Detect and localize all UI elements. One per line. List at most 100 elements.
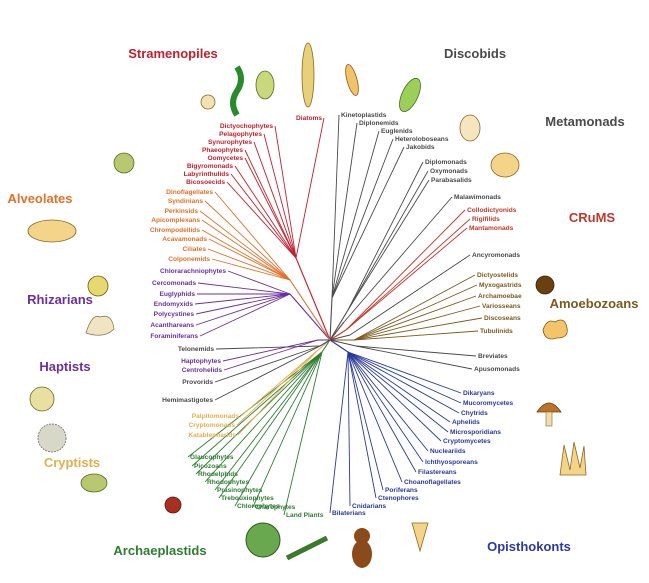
tip-label-acavamonads: Acavamonads [162, 236, 207, 243]
branch-discobids-stem [329, 297, 333, 341]
branch-ciliates [207, 248, 291, 281]
tip-label-provorids: Provorids [182, 379, 213, 386]
supergroup-label-opisthokonts: Opisthokonts [487, 539, 571, 554]
branch-trebouxiophytes [218, 351, 323, 499]
tip-label-aphelids: Aphelids [452, 419, 480, 426]
tip-label-apusomonads: Apusomonads [474, 366, 520, 373]
supergroup-label-crums: CRuMS [569, 210, 616, 225]
tip-label-variosseans: Variosseans [482, 303, 521, 310]
tip-label-pelagophytes: Pelagophytes [219, 131, 262, 138]
branch-chrompodellids [201, 229, 291, 281]
branch-parabasalids [347, 179, 430, 311]
tip-label-foraminiferans: Foraminiferans [150, 333, 198, 340]
tip-label-bigyromonads: Bigyromonads [187, 163, 233, 170]
branch-dictyochophytes [274, 125, 297, 259]
branch-picozoans [191, 351, 323, 467]
branch-bigyromonads [234, 165, 297, 259]
stramenopile-cell-icon [255, 70, 275, 100]
tip-label-cercomonads: Cercomonads [152, 280, 196, 287]
branch-acanthareans [195, 293, 291, 326]
branch-nucleariids [347, 351, 429, 452]
branch-diplonemids [331, 122, 358, 299]
tip-label-diatoms: Diatoms [296, 115, 322, 122]
tip-label-rhodelphids: Rhodelphids [198, 471, 238, 478]
branch-malawimonads [343, 196, 453, 323]
branch-acavamonads [208, 238, 291, 281]
tip-label-trebouxiophytes: Trebouxiophytes [221, 495, 274, 502]
tip-label-oxymonads: Oxymonads [430, 168, 468, 175]
branch-discoseans [353, 317, 483, 341]
branch-apusozoa-stem [329, 339, 357, 347]
supergroup-label-cryptists: Cryptists [44, 455, 100, 470]
tip-label-dinoflagellates: Dinoflagellates [166, 189, 213, 196]
organism-illustrations [27, 42, 587, 568]
mushroom-icon [536, 402, 562, 427]
tip-label-perkinsids: Perkinsids [165, 208, 199, 215]
branch-poriferans [347, 351, 384, 491]
branch-syndinians [204, 200, 291, 281]
branch-crums-stem [329, 329, 347, 341]
tip-label-collodictyonids: Collodictyonids [467, 207, 517, 214]
tip-label-choanoflagellates: Choanoflagellates [404, 479, 461, 486]
tip-label-tubulinids: Tubulinids [480, 328, 513, 335]
branch-chytrids [347, 351, 460, 414]
branch-cercomonads [197, 282, 291, 295]
branch-phaeophytes [244, 149, 297, 259]
branch-jakobids [331, 146, 405, 299]
tip-label-jakobids: Jakobids [406, 144, 435, 151]
branch-colponemids [211, 258, 291, 281]
branch-synurophytes [253, 141, 297, 259]
branch-oxymonads [347, 170, 429, 311]
slime-mold-icon [535, 275, 555, 295]
tip-label-nucleariids: Nucleariids [430, 448, 466, 455]
choanoflagellate-icon [411, 522, 429, 553]
tip-label-myxogastrids: Myxogastrids [479, 282, 522, 289]
tip-label-syndinians: Syndinians [168, 198, 204, 205]
branch-orphans-stem [319, 339, 331, 347]
branch-telonemids [215, 345, 321, 350]
radiolarian-icon [87, 275, 109, 297]
branch-ancyromonads [349, 254, 471, 336]
tip-label-microsporidians: Microsporidians [450, 429, 501, 436]
branch-dictyostelids [353, 274, 476, 341]
tip-label-breviates: Breviates [478, 353, 508, 360]
tip-label-rhodophytes: Rhodophytes [207, 479, 249, 486]
supergroup-label-alveolates: Alveolates [7, 191, 72, 206]
tip-label-prasinophytes: Prasinophytes [217, 487, 263, 494]
amoeba-icon [542, 319, 568, 340]
branch-polycystines [195, 293, 291, 315]
branch-apicomplexans [201, 219, 291, 281]
supergroup-label-metamonads: Metamonads [545, 114, 624, 129]
diatom-icon [301, 42, 315, 108]
tip-label-chytrids: Chytrids [461, 410, 488, 417]
branch-aphelids [347, 351, 451, 423]
tip-label-kinetoplastids: Kinetoplastids [341, 112, 387, 119]
tip-label-hemimastigotes: Hemimastigotes [162, 397, 213, 404]
dinoflagellate-icon [113, 152, 135, 174]
branch-apusomonads [355, 345, 473, 370]
branch-malawimonads-stem [329, 321, 345, 341]
tip-label-chlorophytes: Chlorophytes [237, 503, 280, 510]
tip-label-glaucophytes: Glaucophytes [190, 454, 234, 461]
branch-microsporidians [347, 351, 449, 433]
tip-label-bicosoecids: Bicosoecids [186, 179, 225, 186]
tip-label-endomyxids: Endomyxids [154, 301, 194, 308]
branch-hemimastigotes [214, 345, 321, 401]
branch-palpitomonads [240, 349, 319, 417]
tip-label-discoseans: Discoseans [484, 315, 521, 322]
branch-endomyxids [194, 293, 291, 305]
branch-heteroloboseans [331, 138, 394, 299]
foraminiferan-icon [85, 315, 115, 336]
tip-label-euglyphids: Euglyphids [159, 291, 195, 298]
branch-ctenophores [347, 351, 377, 499]
tip-label-land-plants: Land Plants [286, 512, 324, 519]
supergroup-label-rhizarians: Rhizarians [27, 292, 93, 307]
tip-label-malawimonads: Malawimonads [454, 194, 501, 201]
branch-bilaterians [329, 351, 349, 514]
tip-label-phaeophytes: Phaeophytes [202, 147, 243, 154]
branch-archamoebae [353, 295, 477, 341]
fern-icon [285, 535, 329, 561]
branch-land-plants [283, 351, 323, 516]
